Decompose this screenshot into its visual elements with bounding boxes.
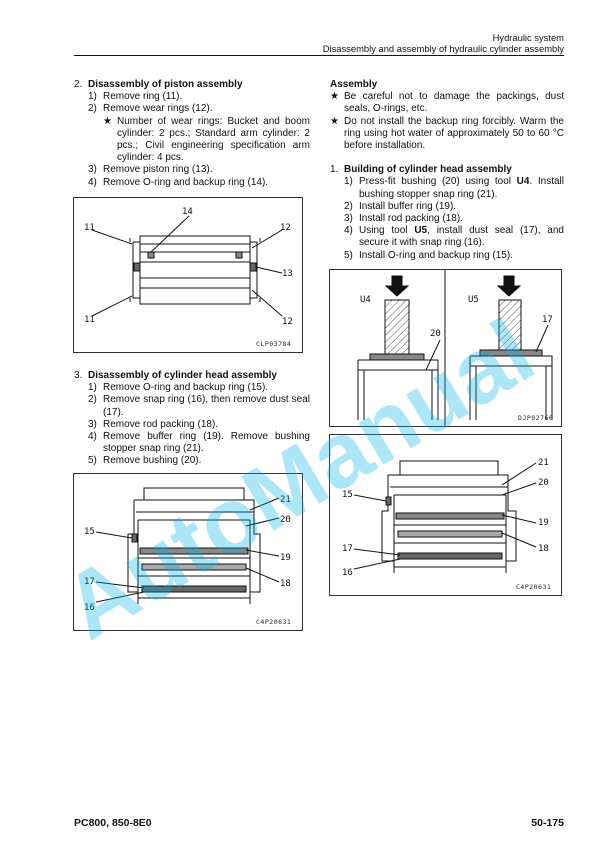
figure-id: CLP03784 (256, 340, 291, 348)
list-item: 2)Remove snap ring (16), then remove dus… (88, 394, 310, 418)
right-column: Assembly ★Be careful not to damage the p… (330, 79, 564, 262)
callout-20: 20 (280, 515, 291, 525)
cylinder-head-diagram-left: 21 20 15 19 17 18 16 C4P20631 (84, 487, 291, 626)
list-item: 1)Remove ring (11). (88, 91, 183, 103)
piston-diagram: 11 14 12 13 11 12 CLP03784 (84, 207, 293, 348)
note-wear-rings: ★Number of wear rings: Bucket and boom c… (103, 115, 310, 164)
list-item: 2)Remove wear rings (12). (88, 103, 213, 115)
section-1-steps: 1)Press-fit bushing (20) using tool U4. … (344, 176, 564, 261)
callout-17: 17 (84, 577, 95, 587)
callout-21: 21 (538, 458, 549, 468)
callout-16: 16 (84, 603, 95, 613)
page-header: Hydraulic system Disassembly and assembl… (323, 32, 564, 54)
callout-16: 16 (342, 568, 353, 578)
header-title: Hydraulic system (492, 32, 564, 43)
tool-press-fit-diagram: U4 20 U5 17 DJP02766 (357, 270, 553, 426)
assembly-note: ★Do not install the backup ring forcibly… (330, 115, 564, 152)
list-item: 4)Remove O-ring and backup ring (14). (88, 176, 269, 188)
callout-19: 19 (280, 553, 291, 563)
callout-17: 17 (342, 544, 353, 554)
header-rule (74, 55, 564, 56)
section-1-heading: 1. Building of cylinder head assembly (330, 164, 512, 176)
footer-model: PC800, 850-8E0 (74, 817, 152, 829)
star-icon: ★ (330, 91, 339, 103)
list-item: 3)Remove rod packing (18). (88, 418, 219, 430)
callout-15: 15 (84, 527, 95, 537)
list-item: 3)Install rod packing (18). (344, 213, 463, 225)
callout-18: 18 (538, 544, 549, 554)
callout-11-top: 11 (84, 223, 95, 233)
callout-20: 20 (430, 329, 441, 339)
callout-20: 20 (538, 478, 549, 488)
header-subtitle: Disassembly and assembly of hydraulic cy… (322, 43, 564, 54)
callout-U4: U4 (360, 295, 371, 305)
list-item: 4)Remove buffer ring (19). Remove bushin… (88, 431, 310, 455)
section-3-heading: 3. Disassembly of cylinder head assembly (74, 370, 277, 381)
list-item: 3)Remove piston ring (13). (88, 164, 213, 176)
list-item: 5)Install O-ring and backup ring (15). (344, 249, 513, 261)
star-icon: ★ (103, 115, 112, 127)
star-icon: ★ (330, 115, 339, 127)
assembly-heading: Assembly (330, 79, 378, 90)
figure-piston-assembly: 11 14 12 13 11 12 CLP03784 (73, 197, 303, 353)
figure-id: DJP02766 (518, 414, 553, 422)
callout-15: 15 (342, 490, 353, 500)
callout-12-bottom: 12 (282, 317, 293, 327)
list-item: 1)Press-fit bushing (20) using tool U4. … (344, 176, 564, 200)
callout-19: 19 (538, 518, 549, 528)
list-item: 2)Install buffer ring (19). (344, 200, 457, 212)
list-item: 5)Remove bushing (20). (88, 455, 202, 467)
figure-head-assembly: 21 20 15 19 17 18 16 C4P20631 (329, 434, 562, 596)
callout-14: 14 (182, 207, 193, 217)
figure-id: C4P20631 (516, 583, 551, 591)
section-3-steps: 1)Remove O-ring and backup ring (15). 2)… (88, 382, 310, 467)
cylinder-head-diagram-right: 21 20 15 19 17 18 16 C4P20631 (342, 458, 551, 591)
callout-17: 17 (542, 315, 553, 325)
section-2-heading: 2. Disassembly of piston assembly (74, 79, 243, 90)
list-item: 4)Using tool U5, install dust seal (17),… (344, 225, 564, 249)
list-item: 1)Remove O-ring and backup ring (15). (88, 382, 269, 394)
figure-tool-press-fit: U4 20 U5 17 DJP02766 (329, 269, 562, 427)
callout-18: 18 (280, 579, 291, 589)
callout-21: 21 (280, 495, 291, 505)
left-column-lower: 3. Disassembly of cylinder head assembly… (74, 370, 310, 468)
footer-page-number: 50-175 (531, 817, 564, 829)
callout-12-top: 12 (280, 223, 291, 233)
callout-13: 13 (282, 269, 293, 279)
figure-head-disassembly: 21 20 15 19 17 18 16 C4P20631 (73, 473, 303, 631)
figure-id: C4P20631 (256, 618, 291, 626)
callout-11-bottom: 11 (84, 315, 95, 325)
section-2-steps: 1)Remove ring (11). 2)Remove wear rings … (88, 91, 310, 189)
assembly-note: ★Be careful not to damage the packings, … (330, 91, 564, 115)
left-column: 2. Disassembly of piston assembly 1)Remo… (74, 79, 310, 189)
callout-U5: U5 (468, 295, 479, 305)
